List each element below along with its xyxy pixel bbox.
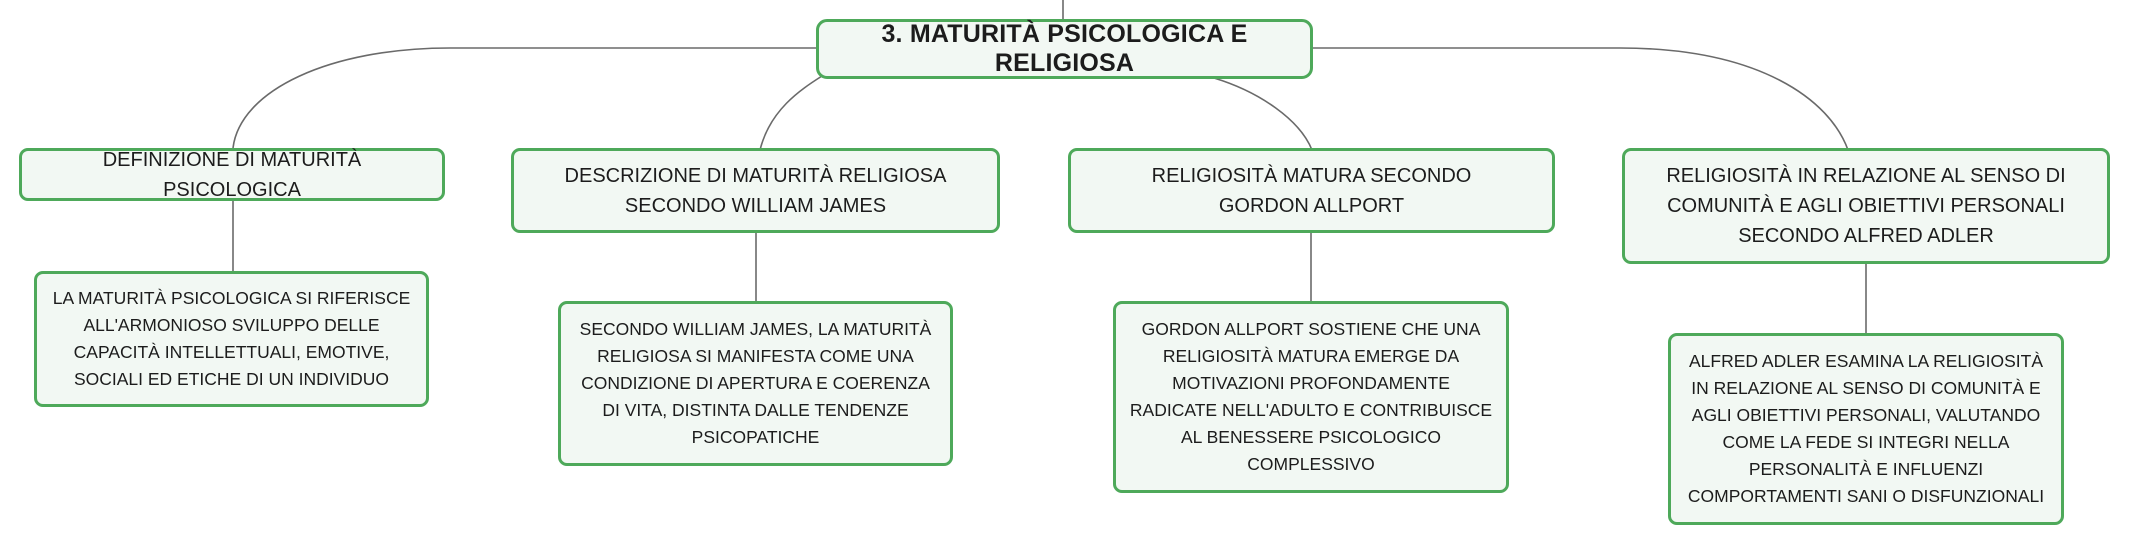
topic-node-4-label: RELIGIOSITÀ IN RELAZIONE AL SENSO DI COM… — [1666, 165, 2066, 247]
detail-node-3[interactable]: GORDON ALLPORT SOSTIENE CHE UNA RELIGIOS… — [1113, 301, 1509, 493]
topic-node-1[interactable]: DEFINIZIONE DI MATURITÀ PSICOLOGICA — [19, 148, 445, 201]
detail-node-2[interactable]: SECONDO WILLIAM JAMES, LA MATURITÀ RELIG… — [558, 301, 953, 466]
root-node-label: 3. MATURITÀ PSICOLOGICA E RELIGIOSA — [881, 20, 1248, 77]
topic-node-2-label: DESCRIZIONE DI MATURITÀ RELIGIOSA SECOND… — [564, 164, 947, 217]
topic-node-3-label: RELIGIOSITÀ MATURA SECONDO GORDON ALLPOR… — [1151, 164, 1472, 217]
connector-root-topic-1 — [232, 47, 818, 149]
connector-root-topic-2 — [759, 75, 823, 151]
detail-node-4[interactable]: ALFRED ADLER ESAMINA LA RELIGIOSITÀ IN R… — [1668, 333, 2064, 525]
detail-node-3-text: GORDON ALLPORT SOSTIENE CHE UNA RELIGIOS… — [1129, 319, 1493, 474]
detail-node-1[interactable]: LA MATURITÀ PSICOLOGICA SI RIFERISCE ALL… — [34, 271, 429, 407]
root-node[interactable]: 3. MATURITÀ PSICOLOGICA E RELIGIOSA — [816, 19, 1313, 79]
detail-node-4-text: ALFRED ADLER ESAMINA LA RELIGIOSITÀ IN R… — [1687, 351, 2045, 506]
detail-node-1-text: LA MATURITÀ PSICOLOGICA SI RIFERISCE ALL… — [52, 288, 411, 389]
topic-node-1-label: DEFINIZIONE DI MATURITÀ PSICOLOGICA — [102, 148, 362, 201]
connector-root-topic-4 — [1312, 47, 1849, 151]
topic-node-3[interactable]: RELIGIOSITÀ MATURA SECONDO GORDON ALLPOR… — [1068, 148, 1555, 233]
topic-node-2[interactable]: DESCRIZIONE DI MATURITÀ RELIGIOSA SECOND… — [511, 148, 1000, 233]
detail-node-2-text: SECONDO WILLIAM JAMES, LA MATURITÀ RELIG… — [579, 319, 932, 447]
connector-root-topic-3 — [1213, 77, 1313, 151]
topic-node-4[interactable]: RELIGIOSITÀ IN RELAZIONE AL SENSO DI COM… — [1622, 148, 2110, 264]
